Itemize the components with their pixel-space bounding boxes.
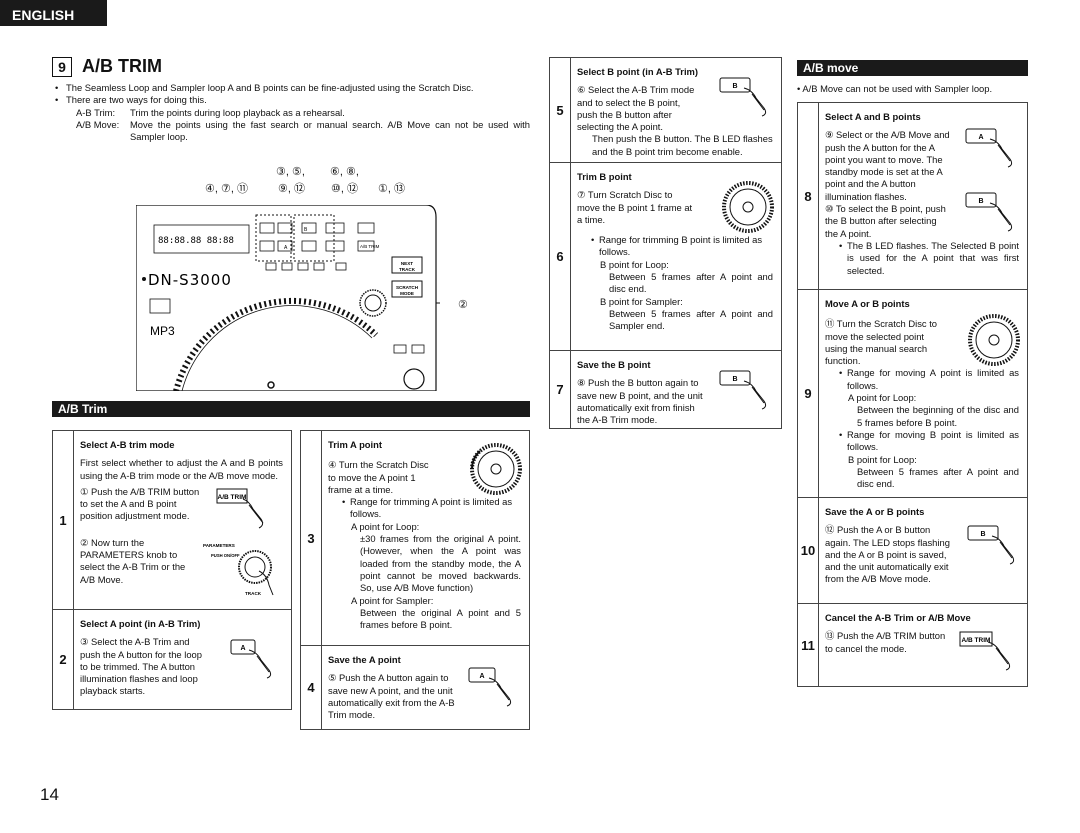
step-7: 7 Save the B point ⑧ Push the B button a…	[550, 350, 781, 428]
callout-2: ②	[458, 299, 468, 311]
ab-move-note: • A/B Move can not be used with Sampler …	[797, 83, 993, 94]
callout-4-7-11: ④, ⑦, ⑪	[205, 183, 248, 195]
svg-text:A: A	[479, 673, 484, 680]
intro-text: The Seamless Loop and Sampler loop A and…	[52, 82, 530, 143]
svg-text:MODE: MODE	[400, 291, 414, 296]
steps-left-box: 1 Select A-B trim mode First select whet…	[52, 430, 292, 710]
step-10: 10 Save the A or B points ⑫ Push the A o…	[798, 497, 1027, 603]
mp3-label: MP3	[150, 324, 175, 338]
a-button-icon: A	[965, 128, 1013, 168]
language-tab: ENGLISH	[0, 0, 107, 26]
parameters-knob-icon: PARAMETERS PUSH ON/OFF TRACK	[203, 543, 274, 596]
svg-text:A/B TRIM: A/B TRIM	[218, 494, 247, 501]
step-6: 6 Trim B point ⑦ Turn Scratch Disc to mo…	[550, 162, 781, 350]
svg-text:PUSH ON/OFF: PUSH ON/OFF	[211, 553, 240, 558]
svg-text:B: B	[732, 83, 737, 90]
svg-text:PARAMETERS: PARAMETERS	[203, 543, 235, 548]
step-5: 5 Select B point (in A-B Trim) ⑥ Select …	[550, 58, 781, 162]
svg-text:B: B	[732, 376, 737, 383]
steps-mid-box: 3 Trim A point ④ Turn the Scratch Disc t…	[300, 430, 530, 730]
ab-trim-button-icon: A/B TRIM	[216, 488, 264, 529]
svg-text:B: B	[980, 531, 985, 538]
svg-text:TRACK: TRACK	[399, 267, 416, 272]
callout-10-12: ⑩, ⑫	[331, 183, 358, 195]
step-3: 3 Trim A point ④ Turn the Scratch Disc t…	[301, 431, 529, 645]
intro-move-def: A/B Move: Move the points using the fast…	[76, 118, 530, 143]
ab-move-steps-box: 8 Select A and B points ⑨ Select or the …	[797, 102, 1028, 687]
step-heading: Select A-B trim mode	[80, 439, 175, 450]
ab-trim-button-icon: A/B TRIM	[959, 631, 1011, 671]
callout-3-5: ③, ⑤,	[276, 166, 305, 178]
svg-text:TRACK: TRACK	[245, 591, 262, 596]
b-button-icon: B	[719, 370, 767, 410]
callout-6-8: ⑥, ⑧,	[330, 166, 359, 178]
svg-text:NEXT: NEXT	[401, 261, 413, 266]
ab-move-bar: A/B move	[797, 60, 1028, 76]
svg-text:SCRATCH: SCRATCH	[396, 285, 419, 290]
a-button-icon: A	[230, 639, 272, 679]
ab-trim-bar: A/B Trim	[52, 401, 530, 417]
step-11: 11 Cancel the A-B Trim or A/B Move ⑬ Pus…	[798, 603, 1027, 687]
scratch-disc-icon	[968, 314, 1020, 366]
steps-right-box: 5 Select B point (in A-B Trim) ⑥ Select …	[549, 57, 782, 429]
svg-text:B: B	[978, 198, 983, 205]
b-button-icon: B	[967, 525, 1015, 565]
scratch-disc-icon	[470, 443, 522, 495]
step-8: 8 Select A and B points ⑨ Select or the …	[798, 103, 1027, 289]
model-name: DN-S3000	[148, 271, 232, 289]
section-heading: A/B TRIM	[82, 56, 162, 76]
step-9: 9 Move A or B points ⑪ Turn the Scratch …	[798, 289, 1027, 497]
svg-text:B: B	[304, 227, 308, 233]
a-button-icon: A	[468, 667, 512, 707]
svg-text:A: A	[240, 645, 245, 652]
svg-text:A: A	[978, 134, 983, 141]
ab-trim-key: A/B TRIM	[360, 244, 380, 249]
step-2: 2 Select A point (in A-B Trim) ③ Select …	[53, 609, 291, 709]
scratch-disc-icon	[722, 181, 774, 233]
cd-player-diagram: 88:88.88 88:88 B A A/B TRIM NEXT TRACK S…	[136, 205, 440, 391]
intro-bullet-2: There are two ways for doing this.	[52, 94, 530, 107]
b-button-icon: B	[719, 77, 767, 117]
intro-bullet-1: The Seamless Loop and Sampler loop A and…	[52, 82, 530, 95]
intro-trim-def: A-B Trim: Trim the points during loop pl…	[76, 106, 345, 118]
b-button-icon: B	[965, 192, 1013, 232]
section-number: 9	[52, 56, 72, 77]
section-title: 9 A/B TRIM	[52, 56, 162, 77]
svg-text:A/B TRIM: A/B TRIM	[962, 637, 991, 644]
callout-9-12: ⑨, ⑫	[278, 183, 305, 195]
svg-text:A: A	[284, 245, 288, 251]
svg-text:88:88.88 88:88: 88:88.88 88:88	[158, 236, 234, 246]
step-1: 1 Select A-B trim mode First select whet…	[53, 431, 291, 609]
step-4: 4 Save the A point ⑤ Push the A button a…	[301, 645, 529, 729]
page-number: 14	[40, 785, 59, 804]
callout-1-13: ①, ⑬	[378, 183, 405, 195]
